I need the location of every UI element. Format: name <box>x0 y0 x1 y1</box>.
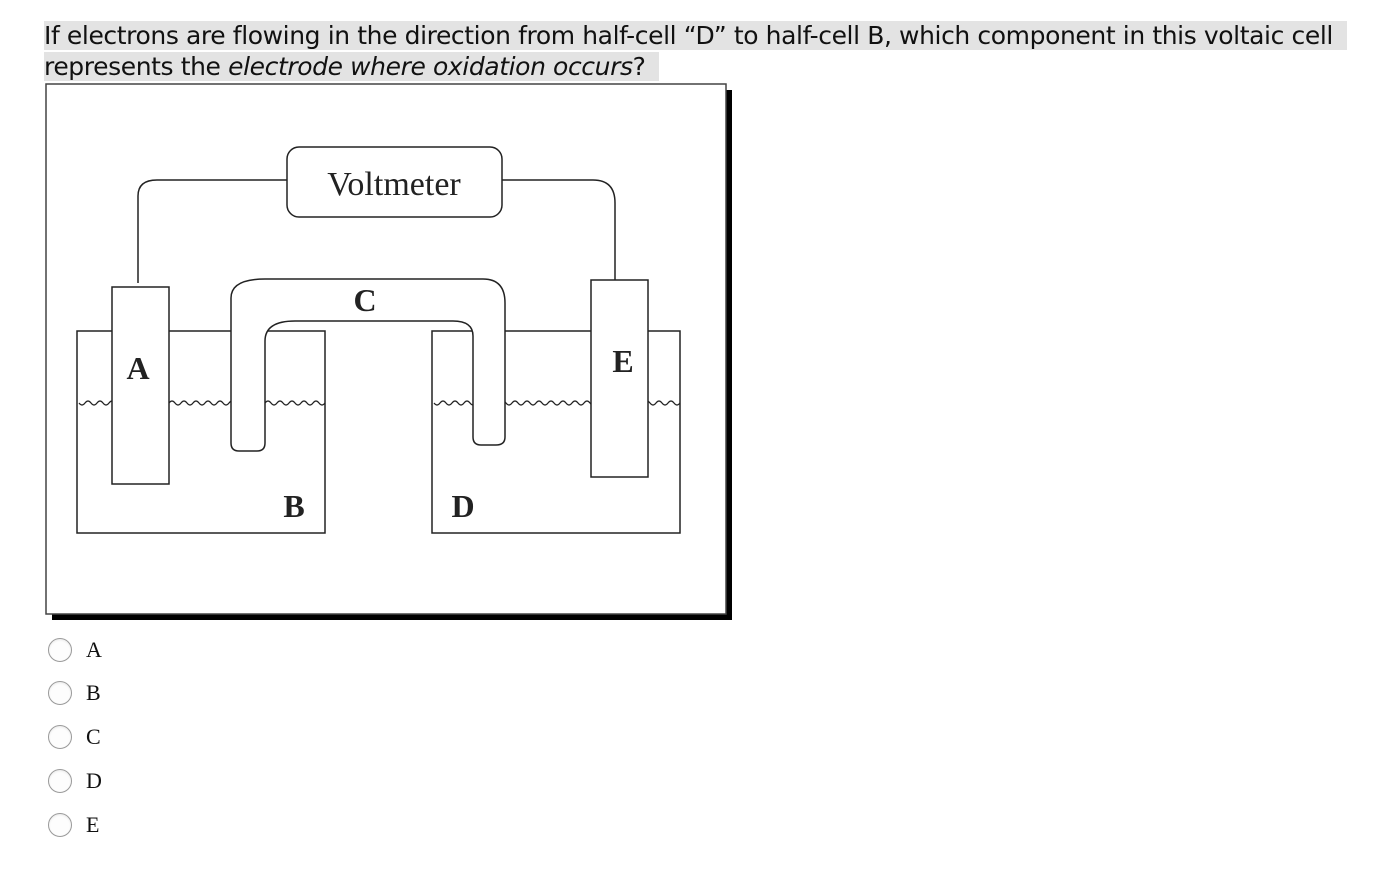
wire-left <box>137 179 288 283</box>
option-c[interactable]: C <box>48 722 101 752</box>
label-e: E <box>612 343 633 379</box>
salt-bridge <box>230 278 506 452</box>
option-d[interactable]: D <box>48 766 102 796</box>
label-c: C <box>353 282 376 318</box>
voltmeter-label: Voltmeter <box>327 166 461 203</box>
label-b: B <box>283 488 304 524</box>
option-label: E <box>86 812 100 837</box>
radio-button[interactable] <box>48 638 72 662</box>
radio-button[interactable] <box>48 725 72 749</box>
wire-right <box>500 179 616 280</box>
option-a[interactable]: A <box>48 635 102 665</box>
voltaic-cell-diagram: Voltmeter A B C D E <box>45 83 735 623</box>
option-label: A <box>86 637 102 662</box>
voltmeter-box <box>286 146 503 218</box>
radio-button[interactable] <box>48 813 72 837</box>
question-text-after: ? <box>632 52 646 81</box>
question-line: If electrons are flowing in the directio… <box>44 21 1347 81</box>
option-b[interactable]: B <box>48 678 101 708</box>
label-a: A <box>126 350 149 386</box>
radio-button[interactable] <box>48 681 72 705</box>
option-e[interactable]: E <box>48 810 99 840</box>
question-text-before: If electrons are flowing in the directio… <box>44 21 1333 81</box>
radio-button[interactable] <box>48 769 72 793</box>
voltaic-cell-svg: Voltmeter A B C D E <box>45 83 732 620</box>
option-label: C <box>86 724 101 749</box>
option-label: B <box>86 680 101 705</box>
question-emphasis: electrode where oxidation occurs <box>228 52 633 81</box>
question-text: If electrons are flowing in the directio… <box>44 20 1384 82</box>
option-label: D <box>86 768 102 793</box>
electrode-e <box>590 279 649 478</box>
label-d: D <box>451 488 474 524</box>
electrode-a <box>111 286 170 485</box>
